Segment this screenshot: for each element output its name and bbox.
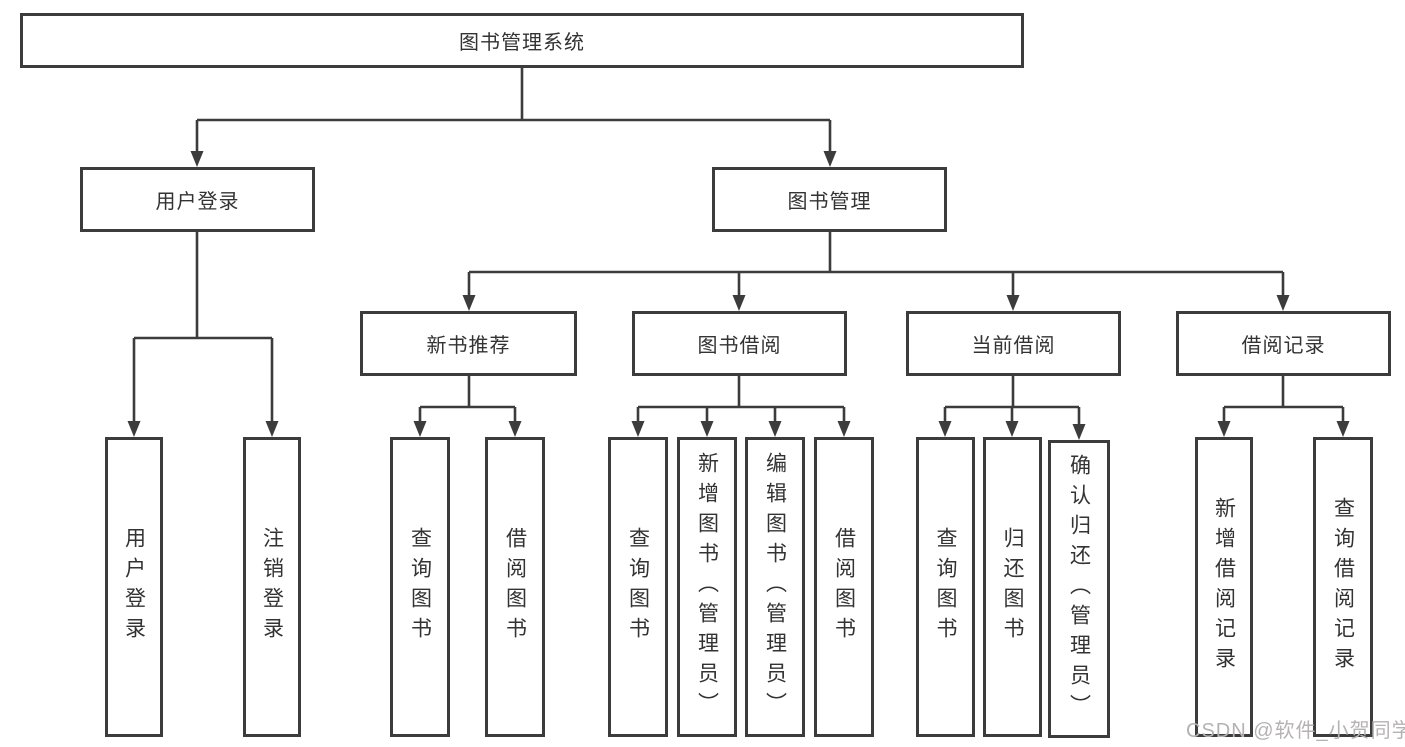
node-new-book-recommendation: 新书推荐 [360, 311, 577, 376]
leaf-user-login: 用户登录 [105, 437, 163, 737]
node-book-borrowing: 图书借阅 [632, 311, 847, 376]
node-root: 图书管理系统 [20, 13, 1024, 68]
leaf-logout: 注销登录 [243, 437, 301, 737]
leaf-query-books-borrow: 查询图书 [608, 437, 668, 737]
leaf-edit-book-admin: 编辑图书（管理员） [745, 437, 805, 737]
leaf-return-books: 归还图书 [983, 437, 1042, 737]
leaf-query-books-current: 查询图书 [916, 437, 975, 737]
leaf-query-borrow-record: 查询借阅记录 [1313, 437, 1373, 737]
csdn-watermark: CSDN @软件_小贺同学 [1186, 720, 1405, 742]
node-user-login: 用户登录 [80, 167, 315, 232]
node-borrowing-records: 借阅记录 [1176, 311, 1391, 376]
leaf-add-borrow-record: 新增借阅记录 [1195, 437, 1253, 737]
leaf-query-books-recommend: 查询图书 [390, 437, 450, 737]
leaf-borrow-books-borrow: 借阅图书 [814, 437, 874, 737]
leaf-confirm-return-admin: 确认归还（管理员） [1048, 440, 1110, 738]
leaf-borrow-books-recommend: 借阅图书 [485, 437, 545, 737]
node-current-borrowing: 当前借阅 [906, 311, 1121, 376]
node-book-management: 图书管理 [712, 167, 947, 232]
leaf-add-book-admin: 新增图书（管理员） [677, 437, 737, 737]
